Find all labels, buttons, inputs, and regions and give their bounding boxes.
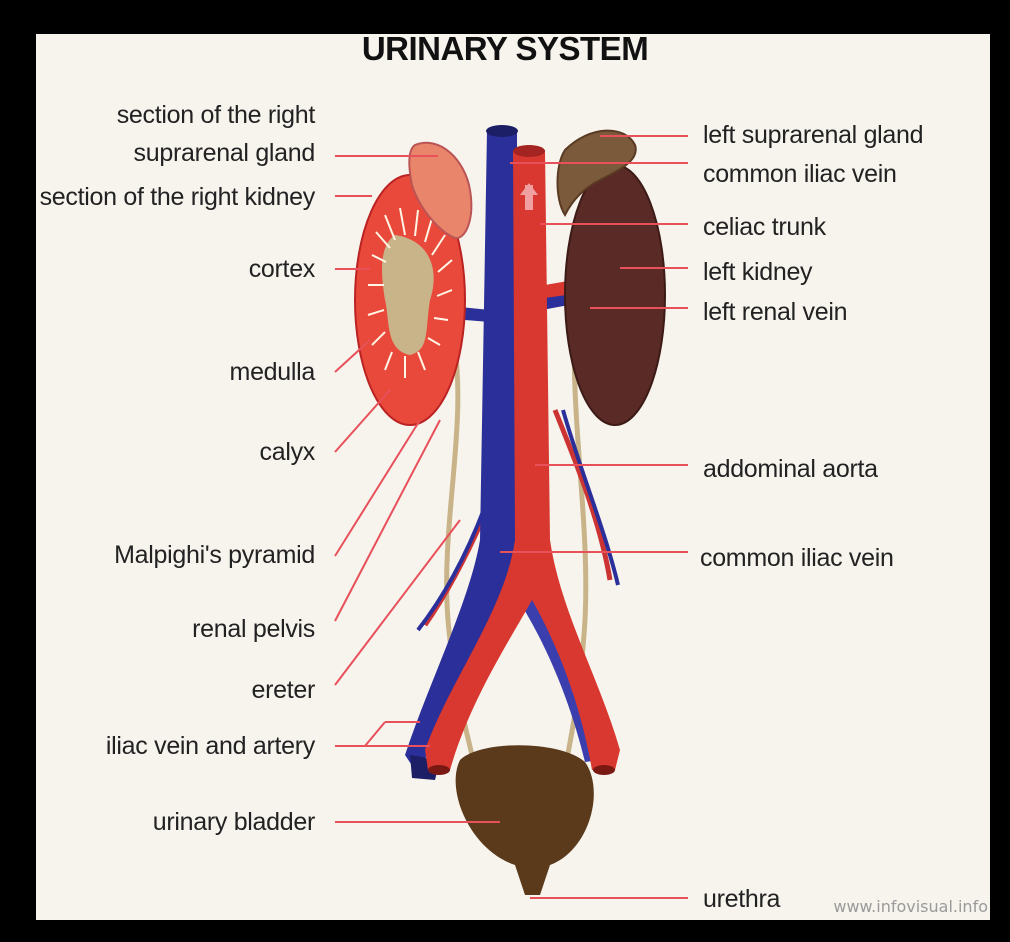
label-left-renal-vein: left renal vein — [703, 297, 847, 327]
label-left-kidney: left kidney — [703, 257, 812, 287]
label-calyx: calyx — [260, 437, 315, 467]
diagram-title: URINARY SYSTEM — [0, 30, 1010, 68]
label-medulla: medulla — [230, 357, 315, 387]
label-renal-pelvis: renal pelvis — [192, 614, 315, 644]
urinary-bladder — [456, 745, 594, 895]
label-section-right-kidney: section of the right kidney — [40, 182, 315, 212]
left-kidney — [565, 165, 665, 425]
label-malpighi-pyramid: Malpighi's pyramid — [114, 540, 315, 570]
label-common-iliac-vein-bottom: common iliac vein — [700, 543, 894, 573]
label-left-suprarenal-gland: left suprarenal gland — [703, 120, 923, 150]
label-suprarenal-gland: suprarenal gland — [134, 138, 315, 168]
label-ereter: ereter — [251, 675, 315, 705]
label-celiac-trunk: celiac trunk — [703, 212, 826, 242]
label-urinary-bladder: urinary bladder — [153, 807, 315, 837]
label-cortex: cortex — [249, 254, 315, 284]
label-addominal-aorta: addominal aorta — [703, 454, 878, 484]
label-iliac-vein-artery: iliac vein and artery — [106, 731, 315, 761]
label-urethra: urethra — [703, 884, 780, 914]
label-common-iliac-vein-top: common iliac vein — [703, 159, 897, 189]
label-section-right-1: section of the right — [117, 100, 315, 130]
watermark: www.infovisual.info — [833, 897, 988, 916]
